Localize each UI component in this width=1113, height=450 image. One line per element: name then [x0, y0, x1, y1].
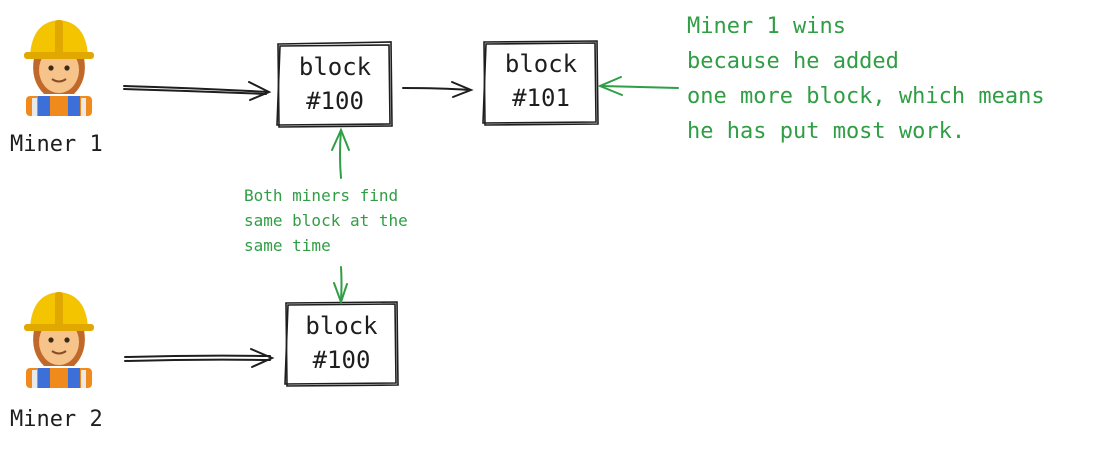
annotation-line: same block at the [244, 211, 408, 230]
block-box-miner1-100 [276, 41, 393, 128]
block-number: #100 [306, 87, 364, 115]
annotation-winner: Miner 1 wins because he added one more b… [687, 9, 1045, 149]
block-box-miner2-100 [284, 301, 399, 387]
arrow-annotation-down [333, 266, 348, 306]
arrow-annotation-winner [597, 76, 679, 96]
miner-1-label: Miner 1 [10, 132, 103, 157]
arrow-miner1-to-block100 [123, 81, 272, 101]
block-number: #100 [312, 346, 371, 374]
annotation-line: one more block, which means [687, 84, 1045, 109]
construction-worker-icon [24, 292, 94, 388]
block-title: block [298, 53, 372, 81]
annotation-line: Miner 1 wins [687, 14, 846, 39]
annotation-line: same time [244, 236, 331, 255]
block-miner1-100: block #100 [279, 50, 391, 118]
annotation-line: he has put most work. [687, 119, 966, 144]
arrow-miner2-to-block100 [124, 348, 275, 368]
block-miner2-100: block #100 [286, 309, 397, 377]
block-title: block [504, 50, 578, 78]
miner-2-label: Miner 2 [10, 407, 103, 432]
annotation-line: because he added [687, 49, 899, 74]
block-box-miner1-101 [482, 40, 599, 126]
arrow-annotation-up [331, 127, 350, 179]
block-number: #101 [512, 84, 570, 112]
construction-worker-icon [24, 20, 94, 116]
block-miner1-101: block #101 [485, 47, 597, 115]
annotation-same-time: Both miners find same block at the same … [244, 183, 408, 258]
annotation-line: Both miners find [244, 186, 399, 205]
arrow-block100-to-block101 [402, 81, 474, 98]
block-title: block [305, 312, 378, 340]
